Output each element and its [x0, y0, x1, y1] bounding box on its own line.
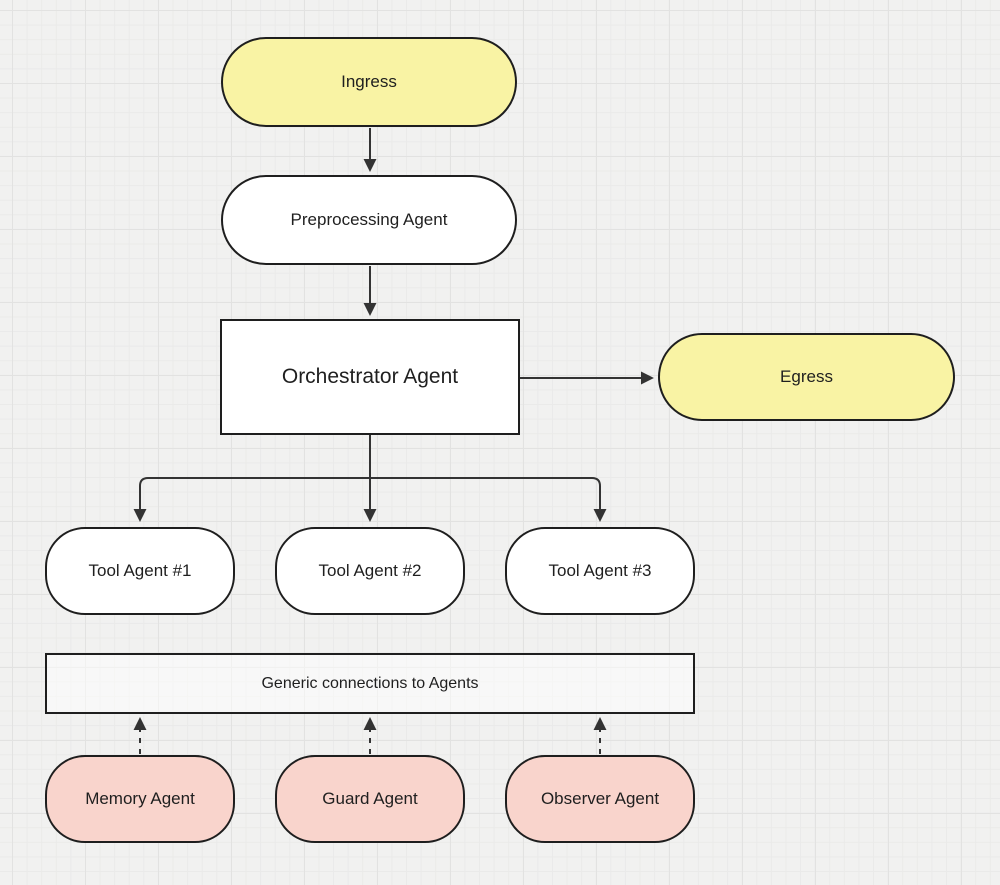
node-preprocessing-agent[interactable]: Preprocessing Agent: [221, 175, 517, 265]
node-memory-agent-label: Memory Agent: [85, 789, 195, 809]
node-generic-connections-bus-label: Generic connections to Agents: [261, 674, 479, 692]
node-tool-agent-3[interactable]: Tool Agent #3: [505, 527, 695, 615]
node-ingress[interactable]: Ingress: [221, 37, 517, 127]
node-egress-label: Egress: [780, 367, 833, 387]
node-tool-agent-3-label: Tool Agent #3: [548, 561, 652, 581]
node-egress[interactable]: Egress: [658, 333, 955, 421]
node-tool-agent-1-label: Tool Agent #1: [88, 561, 192, 581]
node-tool-agent-2[interactable]: Tool Agent #2: [275, 527, 465, 615]
node-orchestrator-agent-label: Orchestrator Agent: [281, 364, 459, 388]
node-ingress-label: Ingress: [341, 72, 397, 92]
node-tool-agent-1[interactable]: Tool Agent #1: [45, 527, 235, 615]
node-observer-agent-label: Observer Agent: [540, 789, 660, 809]
node-observer-agent[interactable]: Observer Agent: [505, 755, 695, 843]
node-guard-agent-label: Guard Agent: [322, 789, 418, 809]
node-generic-connections-bus[interactable]: Generic connections to Agents: [45, 653, 695, 714]
node-tool-agent-2-label: Tool Agent #2: [318, 561, 422, 581]
edge-orchestrator-tool1[interactable]: [133, 477, 370, 522]
node-guard-agent[interactable]: Guard Agent: [275, 755, 465, 843]
node-preprocessing-agent-label: Preprocessing Agent: [290, 210, 448, 230]
edge-orchestrator-tool3[interactable]: [370, 477, 607, 522]
node-memory-agent[interactable]: Memory Agent: [45, 755, 235, 843]
node-orchestrator-agent[interactable]: Orchestrator Agent: [220, 319, 520, 435]
